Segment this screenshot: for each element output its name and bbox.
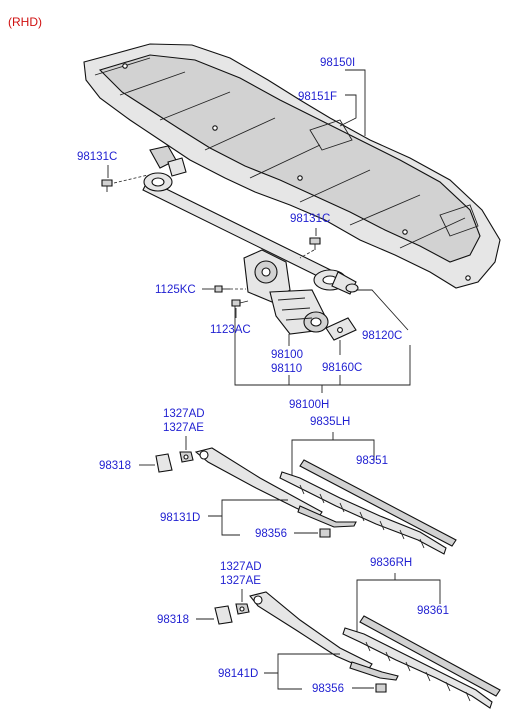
variant-label: (RHD) <box>8 15 42 29</box>
leader-cowl <box>339 69 366 136</box>
linkage-drawing <box>142 145 359 295</box>
label-9835LH: 9835LH <box>310 416 350 428</box>
bracket-98100H <box>234 300 411 393</box>
bolt-right-axis <box>299 249 315 259</box>
leader-blade-lh-assy <box>291 432 375 478</box>
label-98141D: 98141D <box>218 668 258 680</box>
arm-rh-drawing <box>249 591 399 681</box>
bolt-1125KC-drawing <box>214 285 230 293</box>
clip-rh-drawing <box>375 683 387 693</box>
nut-lh-drawing <box>179 451 194 463</box>
label-98318-lh: 98318 <box>99 460 131 472</box>
blade-lh-drawing <box>279 459 457 555</box>
bolt-1123AC-drawing <box>231 299 249 307</box>
label-98361: 98361 <box>417 605 449 617</box>
label-1327AE-lh: 1327AE <box>163 422 204 434</box>
label-1327AD-lh: 1327AD <box>163 408 205 420</box>
label-98131C-right: 98131C <box>290 213 330 225</box>
crank-drawing <box>325 317 357 341</box>
cap-lh-drawing <box>155 453 173 473</box>
leader-arm-lh <box>208 499 288 536</box>
leader-arm-rh <box>264 653 340 690</box>
label-98356-rh: 98356 <box>312 683 344 695</box>
label-98131C-left: 98131C <box>77 151 117 163</box>
label-1327AE-rh: 1327AE <box>220 575 261 587</box>
label-98160C: 98160C <box>322 362 362 374</box>
label-98120C: 98120C <box>362 330 402 342</box>
label-98100: 98100 <box>271 349 303 361</box>
cap-rh-drawing <box>214 605 233 625</box>
label-98110: 98110 <box>271 363 302 375</box>
label-98131D: 98131D <box>160 512 200 524</box>
label-98151F: 98151F <box>298 91 337 103</box>
leader-blade-rh-assy <box>356 573 441 632</box>
leader-linkage <box>356 289 409 331</box>
label-98356-lh: 98356 <box>255 528 287 540</box>
label-98318-rh: 98318 <box>157 614 189 626</box>
bolt-right-drawing <box>309 237 321 250</box>
label-1123AC: 1123AC <box>210 324 251 336</box>
blade-rh-drawing <box>342 615 501 709</box>
label-98150I: 98150I <box>320 57 355 69</box>
nut-rh-drawing <box>235 603 250 615</box>
label-9836RH: 9836RH <box>370 557 412 569</box>
motor-drawing <box>243 249 329 335</box>
bolt-left-axis <box>113 174 149 184</box>
label-98100H: 98100H <box>289 399 329 411</box>
clip-lh-drawing <box>319 528 331 538</box>
label-98351: 98351 <box>356 455 388 467</box>
label-1125KC: 1125KC <box>155 284 196 296</box>
arm-lh-drawing <box>194 447 357 528</box>
bolt-left-drawing <box>101 179 113 192</box>
label-1327AD-rh: 1327AD <box>220 561 262 573</box>
cowl-panel-drawing <box>83 43 501 289</box>
